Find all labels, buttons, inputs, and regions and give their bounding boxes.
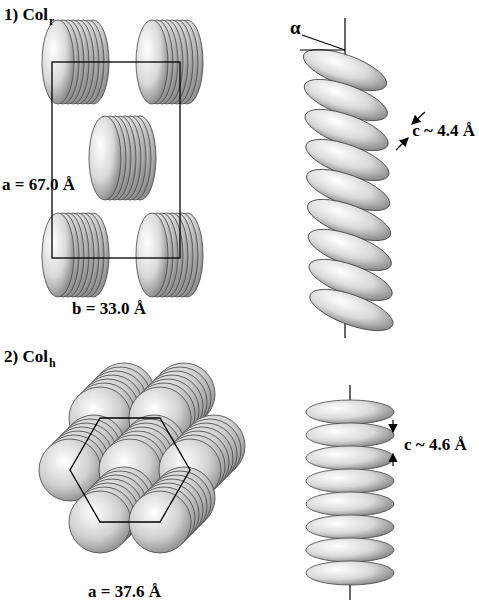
flat-disk: [306, 515, 394, 539]
flat-disk: [306, 538, 394, 562]
phase-title: 2) Col: [4, 348, 48, 365]
tilted-disk: [305, 281, 398, 339]
lattice-parameter: a = 67.0 Å: [2, 176, 75, 193]
column-disk: [89, 116, 121, 200]
lattice-parameter: a = 37.6 Å: [88, 583, 161, 600]
column-disk: [42, 213, 74, 297]
phase-title: 1) Col: [4, 6, 48, 23]
stacking-distance: c ~ 4.4 Å: [412, 122, 475, 139]
phase-subscript: h: [49, 357, 56, 369]
flat-disk: [306, 400, 394, 424]
flat-disk: [306, 469, 394, 493]
lattice-parameter: b = 33.0 Å: [72, 300, 146, 317]
flat-disk: [306, 423, 394, 447]
tilt-angle: α: [290, 18, 301, 37]
flat-disk: [306, 561, 394, 585]
phase-subscript: r: [49, 15, 54, 27]
flat-disk: [306, 492, 394, 516]
flat-disk: [306, 446, 394, 470]
stacking-distance: c ~ 4.6 Å: [404, 436, 467, 453]
column-disk: [136, 213, 168, 297]
